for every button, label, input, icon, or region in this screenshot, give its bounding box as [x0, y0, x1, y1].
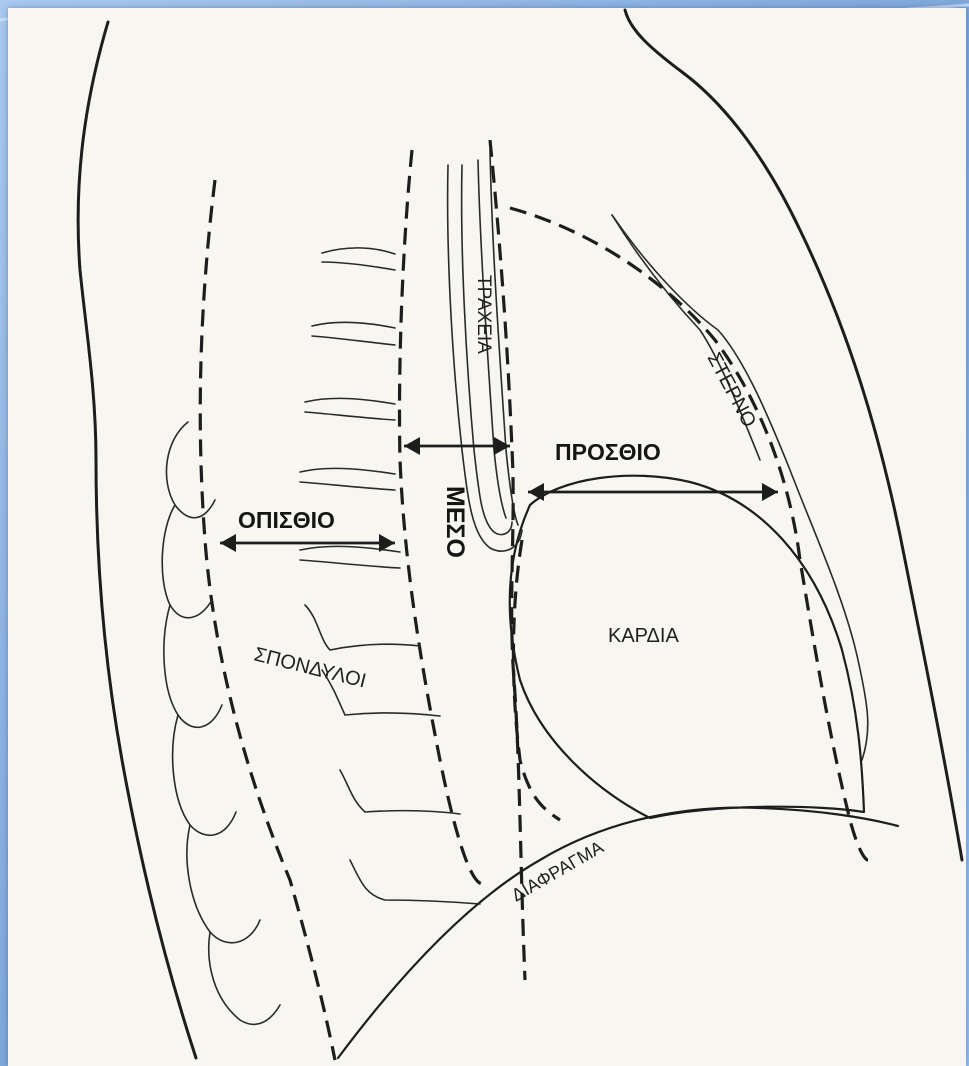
- heart-outline: [510, 476, 864, 818]
- mediastinum-diagram: ΤΡΑΧΕΙΑ ΣΤΕΡΝΟ ΠΡΟΣΘΙΟ ΜΕΣΟ ΟΠΙΣΘΙΟ ΚΑΡΔ…: [8, 8, 966, 1066]
- back-outline: [78, 22, 196, 1058]
- label-trachea: ΤΡΑΧΕΙΑ: [473, 275, 494, 354]
- middle-arrow: [404, 437, 510, 455]
- label-middle: ΜΕΣΟ: [441, 486, 469, 558]
- front-outline: [625, 10, 962, 860]
- diagram-panel: ΤΡΑΧΕΙΑ ΣΤΕΡΝΟ ΠΡΟΣΘΙΟ ΜΕΣΟ ΟΠΙΣΘΙΟ ΚΑΡΔ…: [8, 8, 966, 1066]
- label-posterior: ΟΠΙΣΘΙΟ: [238, 507, 335, 533]
- label-heart: ΚΑΡΔΙΑ: [608, 625, 679, 647]
- label-vertebrae: ΣΠΟΝΔΥΛΟΙ: [252, 644, 369, 693]
- label-anterior: ΠΡΟΣΘΙΟ: [555, 439, 661, 465]
- diaphragm-curve: [338, 808, 898, 1058]
